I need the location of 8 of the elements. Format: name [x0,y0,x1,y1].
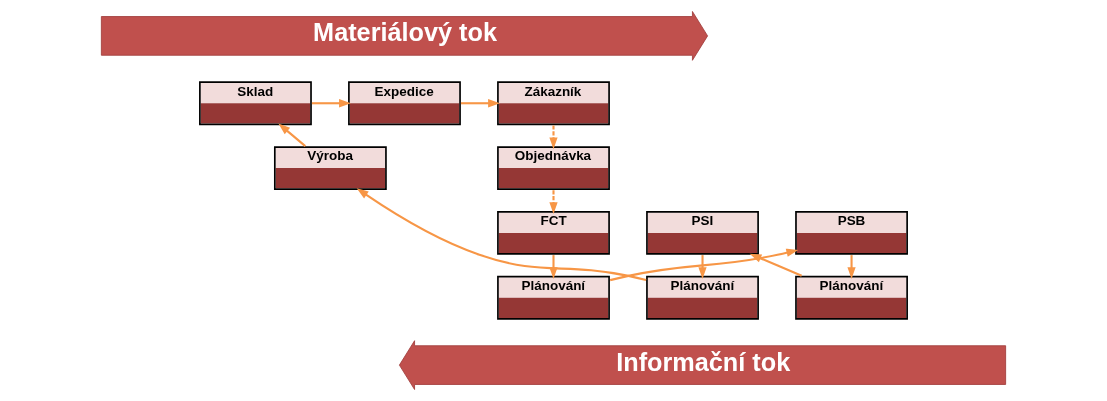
arrow [460,99,500,108]
arrow [549,190,558,215]
arrow [749,253,803,277]
arrow [549,125,558,150]
arrow [278,123,306,147]
arrow [698,255,707,279]
arrow [609,248,799,282]
arrow [311,99,351,108]
